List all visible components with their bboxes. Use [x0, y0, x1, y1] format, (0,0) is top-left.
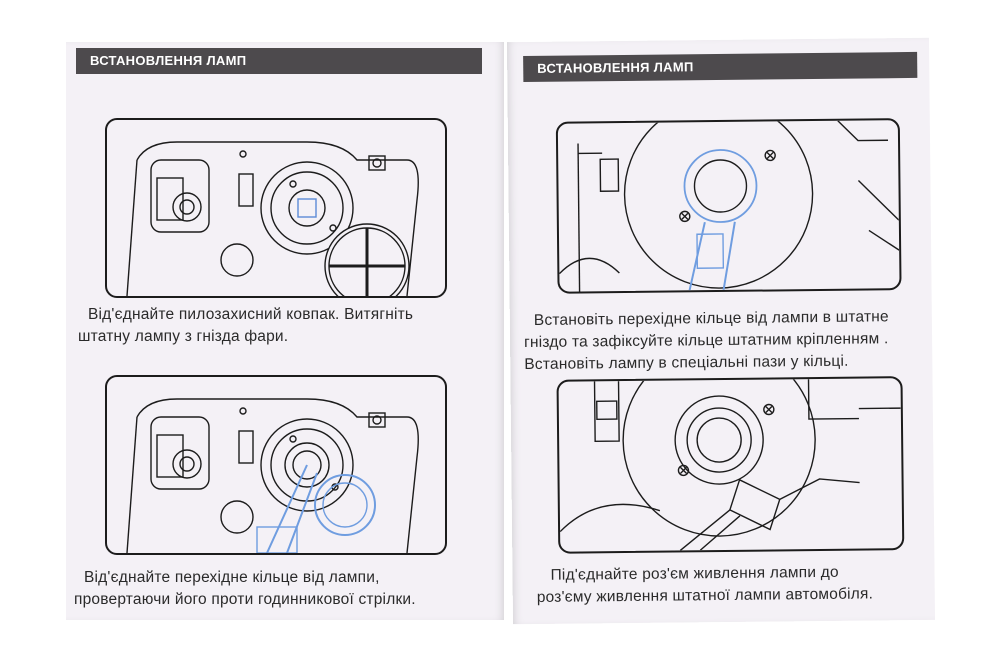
step4-word: живлення [693, 564, 766, 583]
illustration-remove-adapter-ring [105, 375, 447, 555]
step2-line2: провертаючи його проти годинникової стрі… [74, 591, 416, 608]
illustration-install-adapter-ring [555, 118, 902, 294]
step3-word: у [790, 353, 799, 371]
step3-word: пази [752, 353, 787, 371]
right-page: ВСТАНОВЛЕННЯ ЛАМП Встановіть перехідне к… [506, 37, 936, 625]
step3-line2: гніздо та зафіксуйте кільце штатним кріп… [524, 330, 889, 352]
step2-word: від [302, 569, 325, 586]
step4-word: Під'єднайте [550, 565, 638, 584]
step4-word: лампи [769, 564, 817, 582]
step2-word: лампи, [328, 569, 380, 586]
step4-caption: Під'єднайте роз'єм живлення лампи до роз… [536, 561, 920, 609]
step4-word: до [820, 563, 839, 581]
step1-line2: штатну лампу з гнізда фари. [78, 328, 289, 345]
step1-word: Витягніть [344, 306, 414, 323]
illustration-connect-power-plug [556, 376, 905, 554]
step2-word: перехідне [174, 569, 248, 586]
step3-word: спеціальні [671, 353, 749, 372]
step2-word: Від'єднайте [84, 569, 171, 586]
step1-word: пилозахисний [178, 306, 282, 323]
left-section-header: ВСТАНОВЛЕННЯ ЛАМП [76, 48, 482, 74]
step1-word: Від'єднайте [88, 306, 175, 323]
step2-caption: Від'єднайте перехідне кільце від лампи, … [74, 567, 470, 611]
step3-word: лампу [608, 354, 655, 373]
step3-word: Встановіть [524, 355, 605, 374]
step2-word: кільце [252, 569, 299, 586]
right-section-header: ВСТАНОВЛЕННЯ ЛАМП [523, 51, 918, 83]
step4-line2: роз'єму живлення штатної лампи автомобіл… [536, 585, 874, 606]
step3-caption: Встановіть перехідне кільце від лампи в … [524, 306, 917, 376]
illustration-remove-dust-cap [105, 118, 447, 298]
left-page: ВСТАНОВЛЕННЯ ЛАМП Від'єднайте пил [66, 42, 504, 620]
step1-word: ковпак. [286, 306, 340, 323]
step4-word: роз'єм [642, 565, 690, 583]
step1-caption: Від'єднайте пилозахисний ковпак. Витягні… [78, 304, 466, 348]
step3-word: кільці. [803, 352, 849, 371]
step3-word: в [658, 354, 668, 372]
